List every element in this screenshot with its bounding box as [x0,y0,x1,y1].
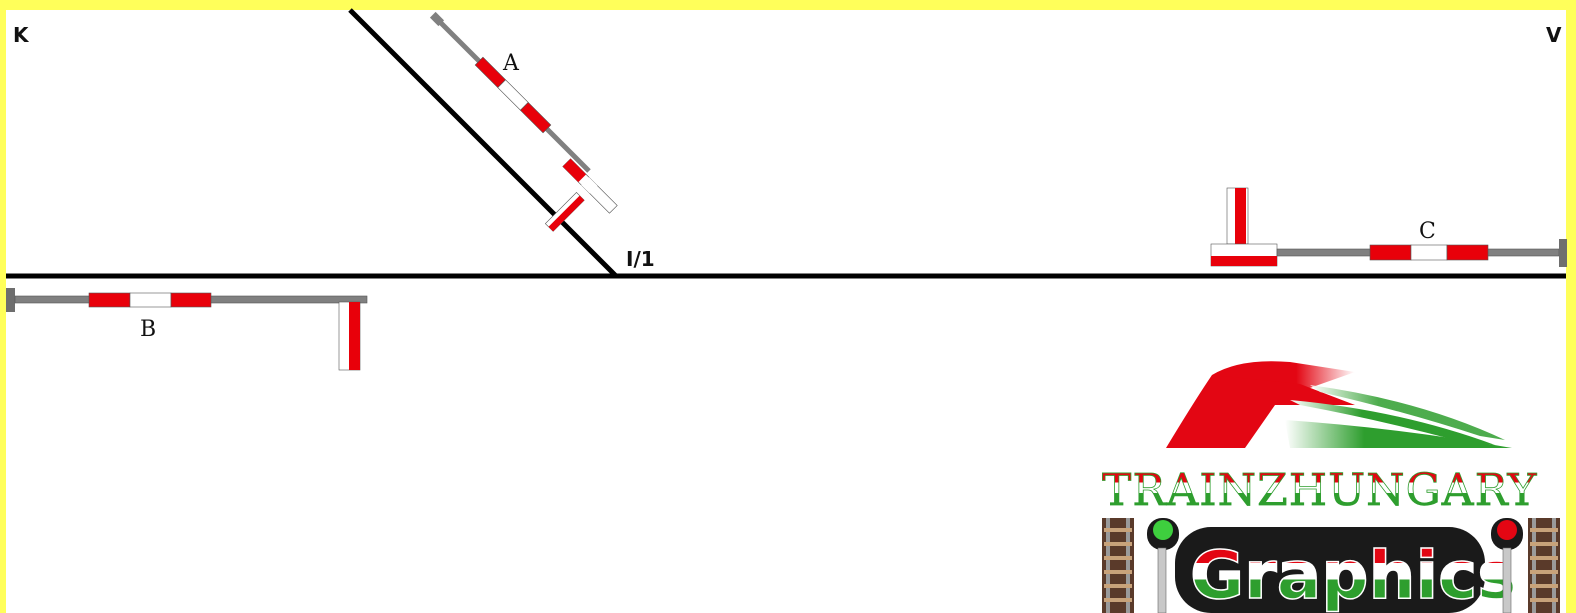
barrier-c-label: C [1419,219,1436,244]
train-swoosh-graphic [1166,361,1512,448]
logo-graphics-text: Graphics [1190,537,1517,613]
left-signal-icon [1147,518,1179,613]
right-signal-icon [1491,518,1523,613]
graphics-banner: Graphics [1175,527,1517,613]
barrier-a-label: A [502,51,520,76]
left-track-icon [1102,518,1134,613]
right-end-label: V [1546,23,1562,47]
diagonal-road-line [348,8,618,278]
barrier-c: C [1210,187,1567,267]
right-track-icon [1528,518,1560,613]
left-end-label: K [13,23,30,47]
logo-wordmark: TRAINZHUNGARY [1102,465,1537,516]
barrier-b-label: B [140,317,156,342]
barrier-a: A [429,11,618,232]
barrier-b: B [6,288,368,371]
trainzhungary-logo: TRAINZHUNGARY Graphics [1102,361,1560,613]
junction-label: I/1 [626,247,655,271]
drawing-canvas [6,10,1566,613]
